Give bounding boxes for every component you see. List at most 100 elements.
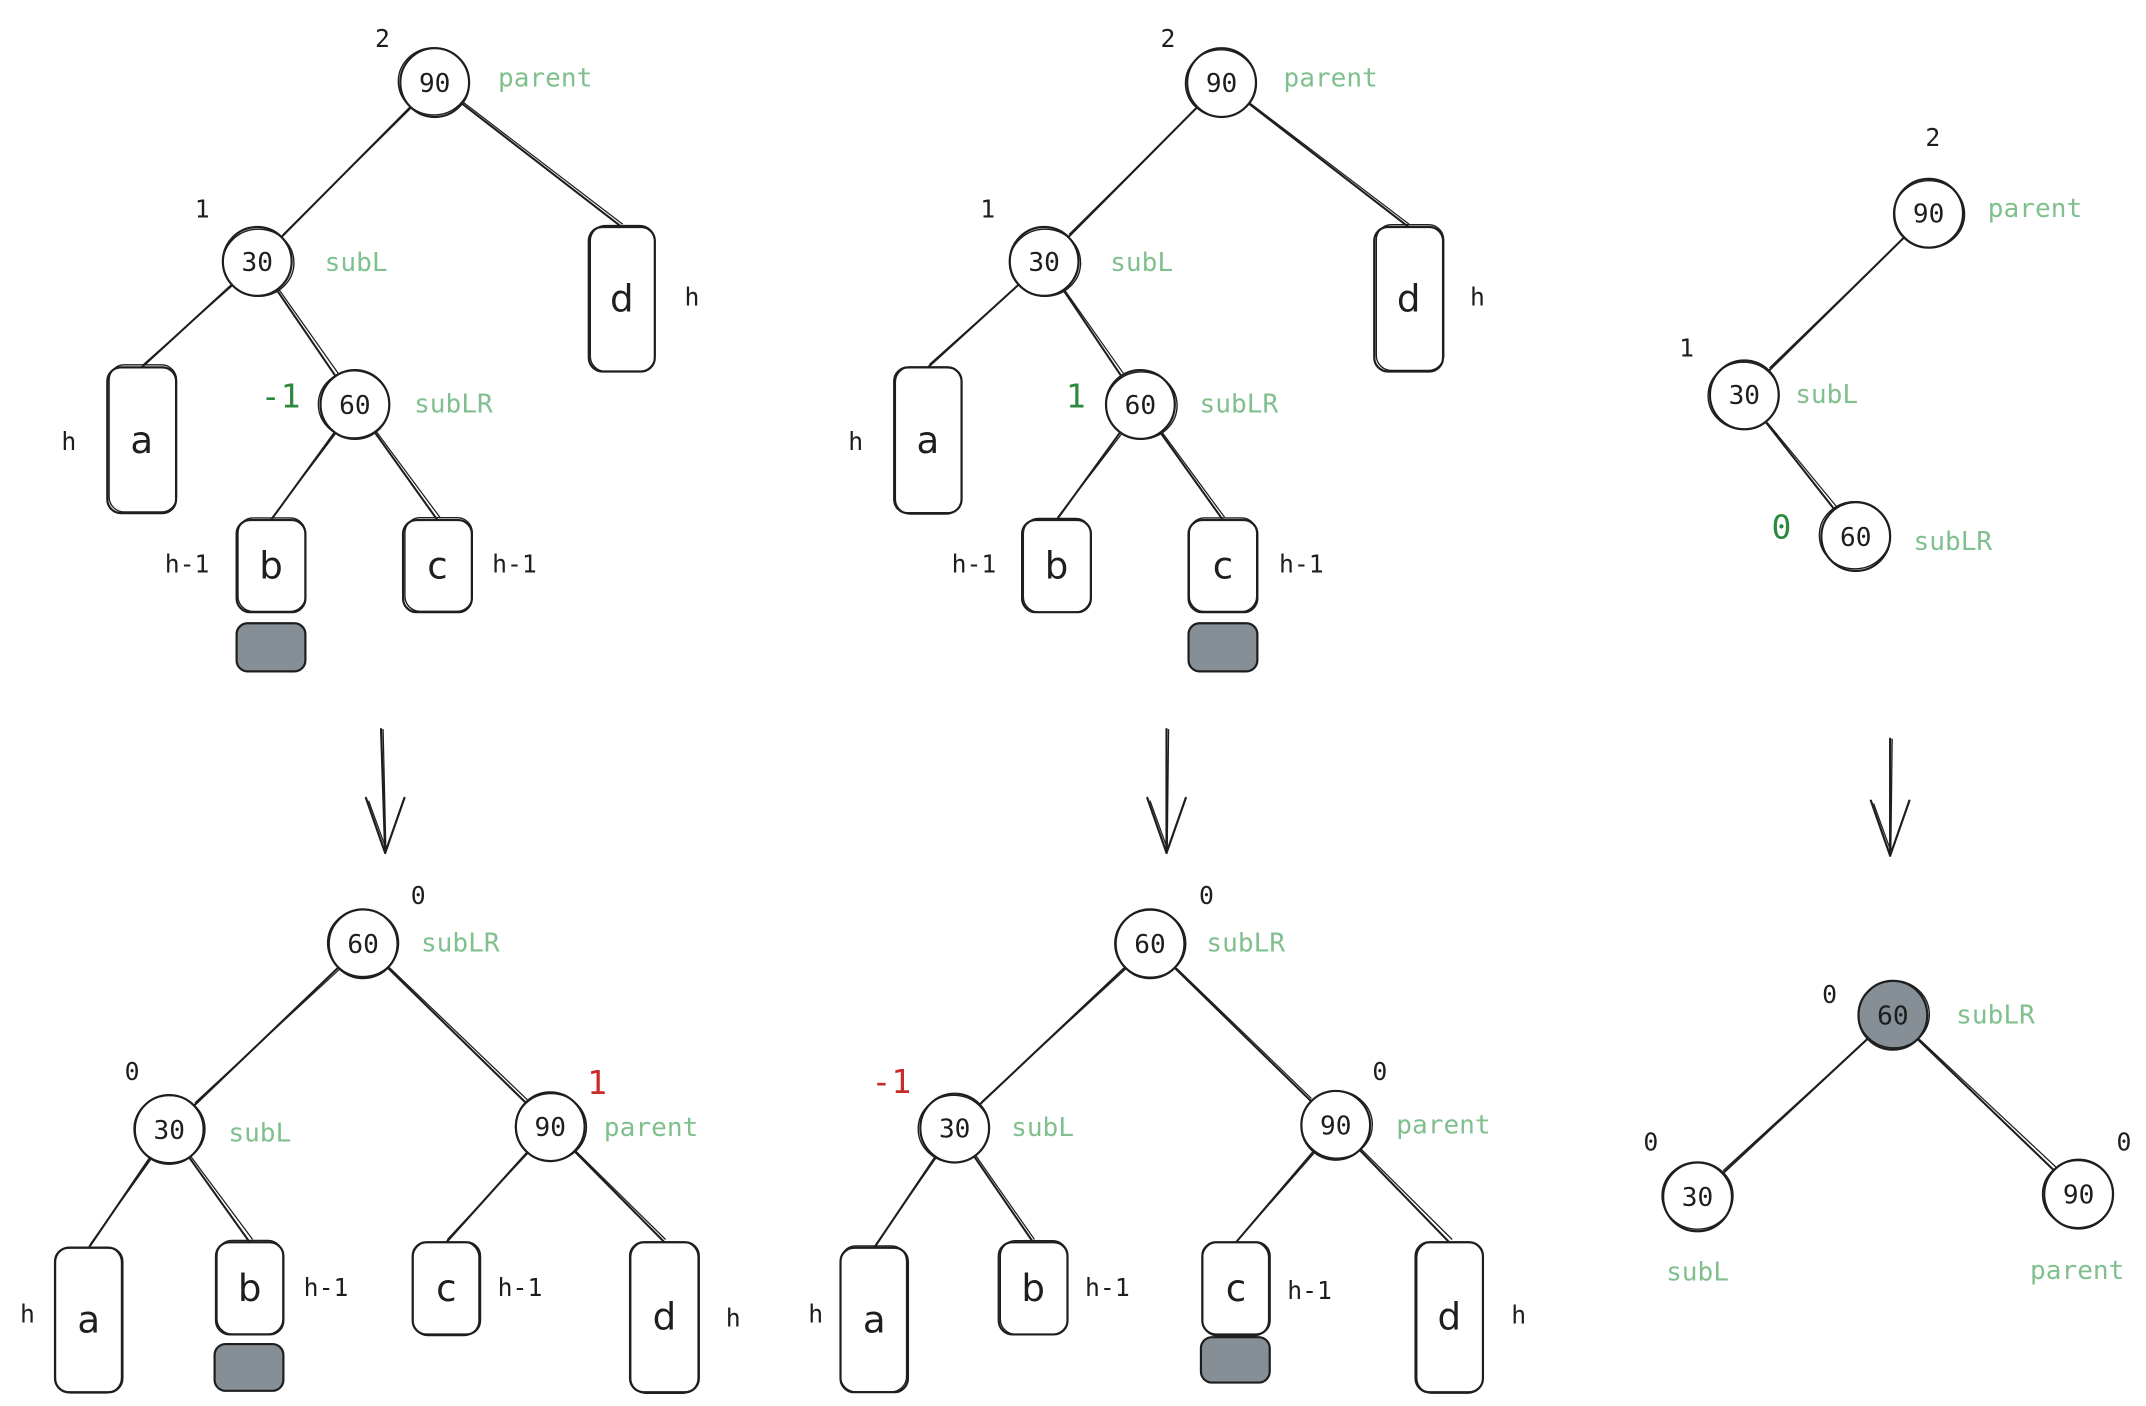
case1-before-subtree-a-label: a	[130, 419, 153, 462]
case2-after-edge-sketch-p-d	[1360, 1148, 1453, 1240]
case1-after-edge-sketch-l-a	[89, 1157, 153, 1246]
edges-layer	[87, 102, 2057, 1249]
case2-after-node-90-balance-factor: 0	[1372, 1057, 1387, 1086]
case2-after-node-90-role-label: parent	[1396, 1110, 1490, 1140]
case2-after-subtree-d-label: d	[1437, 1296, 1461, 1339]
case1-after-edge-sketch-lr-l	[194, 968, 341, 1104]
case1-before-edge-sketch-lr-c	[376, 431, 441, 518]
case3-after-node-90-balance-factor: 0	[2117, 1127, 2132, 1156]
case2-before-node-60-role-label: subLR	[1200, 389, 1279, 419]
case2-before-subtree-c-label: c	[1213, 545, 1233, 588]
case2-after-node-30-circle-sketch	[917, 1094, 990, 1164]
case2-before-subtree-c-box-sketch	[1188, 517, 1258, 613]
case1-after-node-60-key: 60	[347, 930, 378, 960]
case3-after-node-90-circle-sketch	[2041, 1159, 2115, 1229]
case2-before-node-90-circle-sketch	[1184, 49, 1258, 118]
case2-after-node-30-key: 30	[939, 1114, 970, 1144]
case1-after-node-60-balance-factor: 0	[411, 881, 426, 910]
case1-after-inserted-block-b	[213, 1342, 285, 1392]
case3-before-edge-sketch-p-l	[1769, 235, 1907, 369]
case2-after-subtree-b-box-sketch	[999, 1240, 1069, 1335]
case1-before-subtree-c-box-sketch	[404, 517, 474, 612]
case2-after-node-90-key: 90	[1320, 1112, 1351, 1142]
case1-after-subtree-b-label: b	[238, 1267, 262, 1310]
case2-after-node-60-circle-sketch	[1114, 909, 1187, 978]
case1-before-edge-sketch-lr-b	[271, 432, 337, 518]
case2-before-edge-sketch-l-lr	[1064, 290, 1124, 374]
case3-before-node-90-role-label: parent	[1988, 194, 2082, 224]
case2-after-subtree-a-label: a	[863, 1298, 886, 1341]
case3-before-node-30-circle-sketch	[1707, 361, 1780, 431]
case3-after-node-30-role-label: subL	[1666, 1258, 1729, 1288]
case1-before-edge-sketch-p-l	[282, 106, 413, 235]
case1-before-node-60-circle-sketch	[317, 370, 391, 439]
case1-before-node-90-key: 90	[419, 69, 450, 99]
case1-before-node-30-key: 30	[242, 248, 273, 278]
case2-before-subtree-b-label: b	[1045, 545, 1069, 588]
case2-after-node-90-circle-sketch	[1300, 1090, 1374, 1159]
case2-before-subtree-c-height: h-1	[1279, 550, 1324, 579]
case2-before-edge-p-d	[1247, 102, 1410, 229]
case2-before-node-30-role-label: subL	[1110, 248, 1173, 278]
case1-after-node-30-key: 30	[153, 1116, 184, 1146]
case1-before-node-30-balance-factor: 1	[195, 195, 210, 224]
case1-after-edge-lr-p	[386, 966, 527, 1104]
case1-after-subtree-c-height: h-1	[498, 1273, 543, 1302]
case2-after-subtree-b-label: b	[1021, 1267, 1045, 1310]
case2-before-node-90-balance-factor: 2	[1160, 24, 1175, 53]
case1-transform-arrow-icon	[364, 728, 406, 855]
case1-after-node-90-role-label: parent	[604, 1113, 698, 1143]
case2-after-subtree-c-label: c	[1226, 1267, 1246, 1310]
case1-after-subtree-b-box-sketch	[216, 1239, 284, 1335]
case1-before-edge-sketch-l-lr	[277, 288, 339, 374]
case2-before-subtree-b-box-sketch	[1022, 517, 1092, 613]
case1-before-node-90-circle-sketch	[397, 47, 470, 116]
case1-after-node-30-circle-sketch	[133, 1094, 206, 1164]
case1-after-subtree-c-label: c	[436, 1267, 456, 1310]
case2-before-subtree-a-height: h	[848, 427, 863, 456]
case1-before-edge-sketch-p-d	[463, 102, 624, 225]
case2-before-node-90-key: 90	[1206, 69, 1237, 99]
case1-after-edge-l-b	[188, 1156, 251, 1244]
case1-before-node-90-balance-factor: 2	[375, 24, 390, 53]
case2-after-edge-sketch-p-c	[1237, 1151, 1316, 1240]
case3-after-edge-sketch-lr-p	[1918, 1038, 2057, 1168]
case1-before-subtree-d-label: d	[610, 278, 634, 321]
case3-after-node-60-balance-factor: 0	[1822, 980, 1837, 1009]
case1-after-node-90-circle-sketch	[514, 1092, 588, 1162]
case2-after-edge-sketch-lr-p	[1175, 967, 1312, 1099]
case2-before-subtree-a-label: a	[916, 419, 939, 462]
case3-transform-arrow-icon	[1869, 737, 1911, 857]
case2-before-node-60-circle-sketch	[1105, 371, 1178, 440]
case3-before-node-30-role-label: subL	[1795, 380, 1858, 410]
case1-after-edge-p-d	[573, 1150, 666, 1244]
case1-after-node-60-role-label: subLR	[421, 929, 500, 959]
case2-after-inserted-block-c	[1199, 1336, 1271, 1384]
case2-before-edge-sketch-lr-b	[1057, 433, 1123, 518]
case3-before-node-90-balance-factor: 2	[1925, 123, 1940, 152]
case1-before-node-30-role-label: subL	[325, 248, 388, 278]
case2-before-node-30-balance-factor: 1	[980, 195, 995, 224]
case1-after-subtree-d-label: d	[653, 1296, 677, 1339]
case1-before-node-60-role-label: subLR	[414, 389, 493, 419]
case3-after-node-60-circle-sketch	[1857, 980, 1931, 1049]
case2-after-edge-l-b	[973, 1155, 1035, 1244]
case3-after-node-30-balance-factor: 0	[1643, 1127, 1658, 1156]
case2-after-subtree-a-height: h	[808, 1299, 823, 1328]
case1-before-edge-l-lr	[275, 288, 337, 378]
case3-before-node-60-balance-factor: 0	[1772, 507, 1792, 546]
case3-before-node-60-role-label: subLR	[1914, 527, 1993, 557]
shapes-layer	[53, 47, 2115, 1394]
case2-before-edge-sketch-l-a	[928, 282, 1021, 366]
case2-after-subtree-c-height: h-1	[1287, 1276, 1332, 1305]
case1-after-node-30-balance-factor: 0	[125, 1057, 140, 1086]
case1-after-subtree-d-height: h	[726, 1303, 741, 1332]
case2-transform-arrow-icon	[1146, 728, 1187, 855]
case2-before-subtree-d-label: d	[1397, 278, 1421, 321]
case1-before-node-90-role-label: parent	[498, 63, 592, 93]
case2-after-edge-sketch-l-a	[874, 1155, 938, 1246]
case1-after-edge-sketch-p-c	[446, 1151, 530, 1240]
case3-after-node-60-role-label: subLR	[1956, 1000, 2035, 1030]
case2-before-inserted-block-c	[1187, 622, 1259, 673]
